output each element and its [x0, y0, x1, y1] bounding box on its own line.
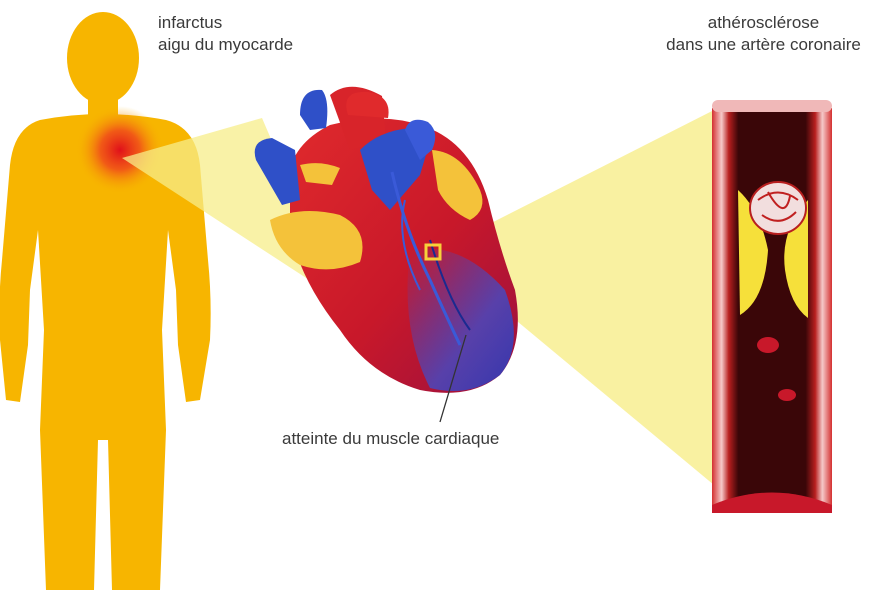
- infarct-label: infarctus aigu du myocarde: [158, 12, 293, 56]
- heart: [255, 87, 518, 393]
- infarct-label-line1: infarctus: [158, 12, 293, 34]
- muscle-damage-label: atteinte du muscle cardiaque: [282, 428, 499, 450]
- athero-label-line1: athérosclérose: [646, 12, 881, 34]
- athero-label-line2: dans une artère coronaire: [646, 34, 881, 56]
- human-silhouette: [0, 12, 211, 590]
- blood-clot: [750, 182, 806, 234]
- artery-section: [712, 100, 832, 513]
- infarct-label-line2: aigu du myocarde: [158, 34, 293, 56]
- atherosclerosis-label: athérosclérose dans une artère coronaire: [646, 12, 881, 56]
- blood-cell: [757, 337, 779, 353]
- blood-cell: [778, 389, 796, 401]
